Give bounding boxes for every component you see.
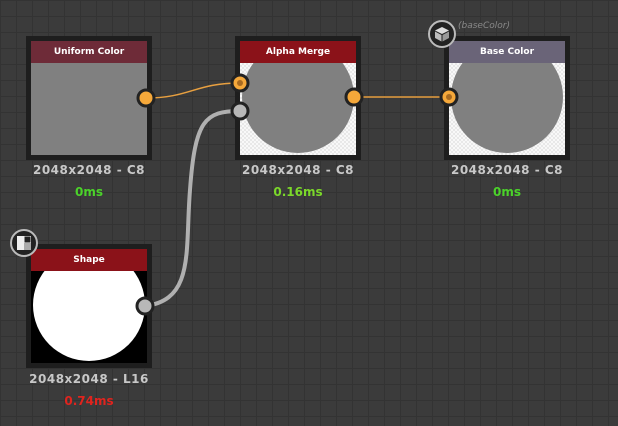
node-time: 0ms: [493, 185, 521, 199]
node-preview: [449, 63, 565, 155]
wire-shape-to-alpha[interactable]: [144, 109, 241, 308]
node-alpha-merge[interactable]: Alpha Merge: [235, 36, 361, 160]
node-preview: [31, 271, 147, 363]
node-time: 0ms: [75, 185, 103, 199]
node-base-color[interactable]: Base Color: [444, 36, 570, 160]
output-cube-icon: [428, 20, 456, 48]
node-time: 0.74ms: [64, 394, 114, 408]
node-info: 2048x2048 - C8: [450, 163, 564, 177]
wire-uniform-to-alpha[interactable]: [145, 82, 241, 99]
node-title: Alpha Merge: [240, 41, 356, 63]
generator-checker-icon: [10, 229, 38, 257]
node-info: 2048x2048 - L16: [29, 372, 149, 386]
node-preview: [240, 63, 356, 155]
node-title: Base Color: [449, 41, 565, 63]
node-info: 2048x2048 - C8: [241, 163, 355, 177]
node-shape[interactable]: Shape: [26, 244, 152, 368]
node-title: Shape: [31, 249, 147, 271]
node-uniform-color[interactable]: Uniform Color: [26, 36, 152, 160]
node-time: 0.16ms: [273, 185, 323, 199]
node-title: Uniform Color: [31, 41, 147, 63]
node-info: 2048x2048 - C8: [32, 163, 146, 177]
node-preview: [31, 63, 147, 155]
output-identifier: (baseColor): [458, 21, 510, 31]
